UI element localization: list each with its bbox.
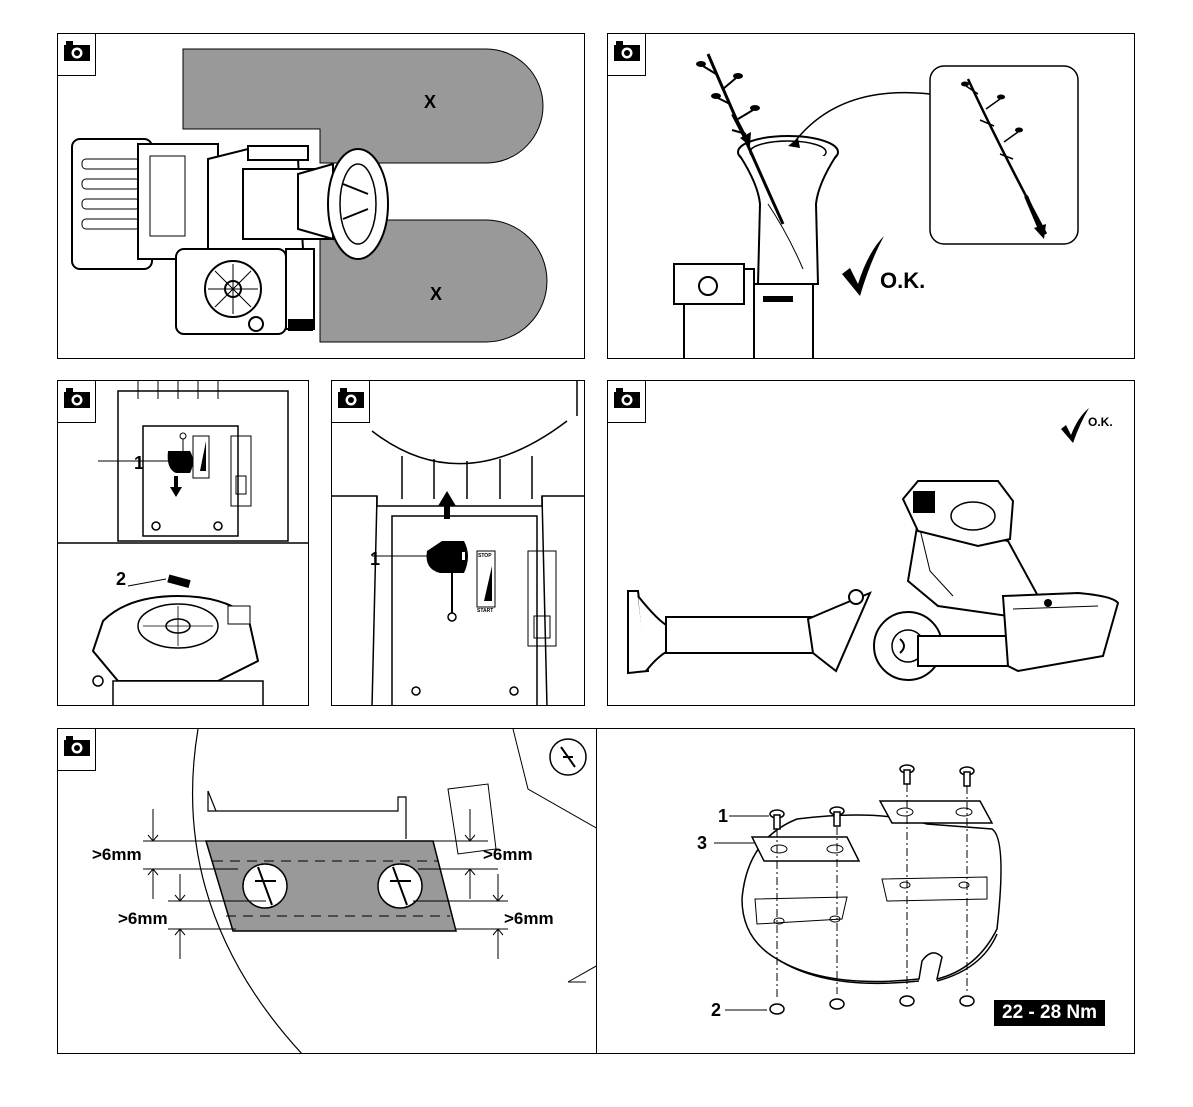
switch-start-label: START	[477, 608, 493, 614]
panel-blade-clearance: >6mm >6mm >6mm >6mm	[57, 728, 597, 1054]
check-icon	[1060, 407, 1090, 450]
panel-blade-mounting: 1 3 2 22 - 28 Nm	[596, 728, 1135, 1054]
callout-1: 1	[134, 453, 144, 474]
panel-top-view-clearance: X X	[57, 33, 585, 359]
chipper-top-view-illustration	[58, 34, 585, 359]
gap-label: >6mm	[118, 909, 168, 929]
camera-icon	[58, 381, 96, 423]
callout-1: 1	[370, 549, 380, 570]
blade-clearance-illustration	[58, 729, 597, 1054]
throttle-stop-illustration	[332, 381, 585, 706]
panel-transport-position: O.K.	[607, 380, 1135, 706]
transport-position-illustration	[608, 381, 1135, 706]
camera-icon	[58, 729, 96, 771]
callout-2: 2	[711, 1000, 721, 1021]
branch-feeding-illustration	[608, 34, 1135, 359]
gap-label: >6mm	[504, 909, 554, 929]
ok-label: O.K.	[880, 268, 925, 294]
camera-icon	[608, 34, 646, 76]
gap-label: >6mm	[483, 845, 533, 865]
callout-3: 3	[697, 833, 707, 854]
check-icon	[840, 234, 885, 304]
panel-engine-start: 1 2	[57, 380, 309, 706]
clearance-mark-x: X	[424, 92, 436, 113]
switch-stop-label: STOP	[478, 553, 492, 559]
callout-2: 2	[116, 569, 126, 590]
panel-branch-feeding: O.K.	[607, 33, 1135, 359]
callout-1: 1	[718, 806, 728, 827]
panel-throttle-stop: 1 STOP START	[331, 380, 585, 706]
engine-start-illustration	[58, 381, 309, 706]
camera-icon	[58, 34, 96, 76]
ok-label: O.K.	[1088, 415, 1113, 429]
gap-label: >6mm	[92, 845, 142, 865]
camera-icon	[332, 381, 370, 423]
torque-spec-label: 22 - 28 Nm	[994, 1000, 1105, 1026]
camera-icon	[608, 381, 646, 423]
clearance-mark-x: X	[430, 284, 442, 305]
